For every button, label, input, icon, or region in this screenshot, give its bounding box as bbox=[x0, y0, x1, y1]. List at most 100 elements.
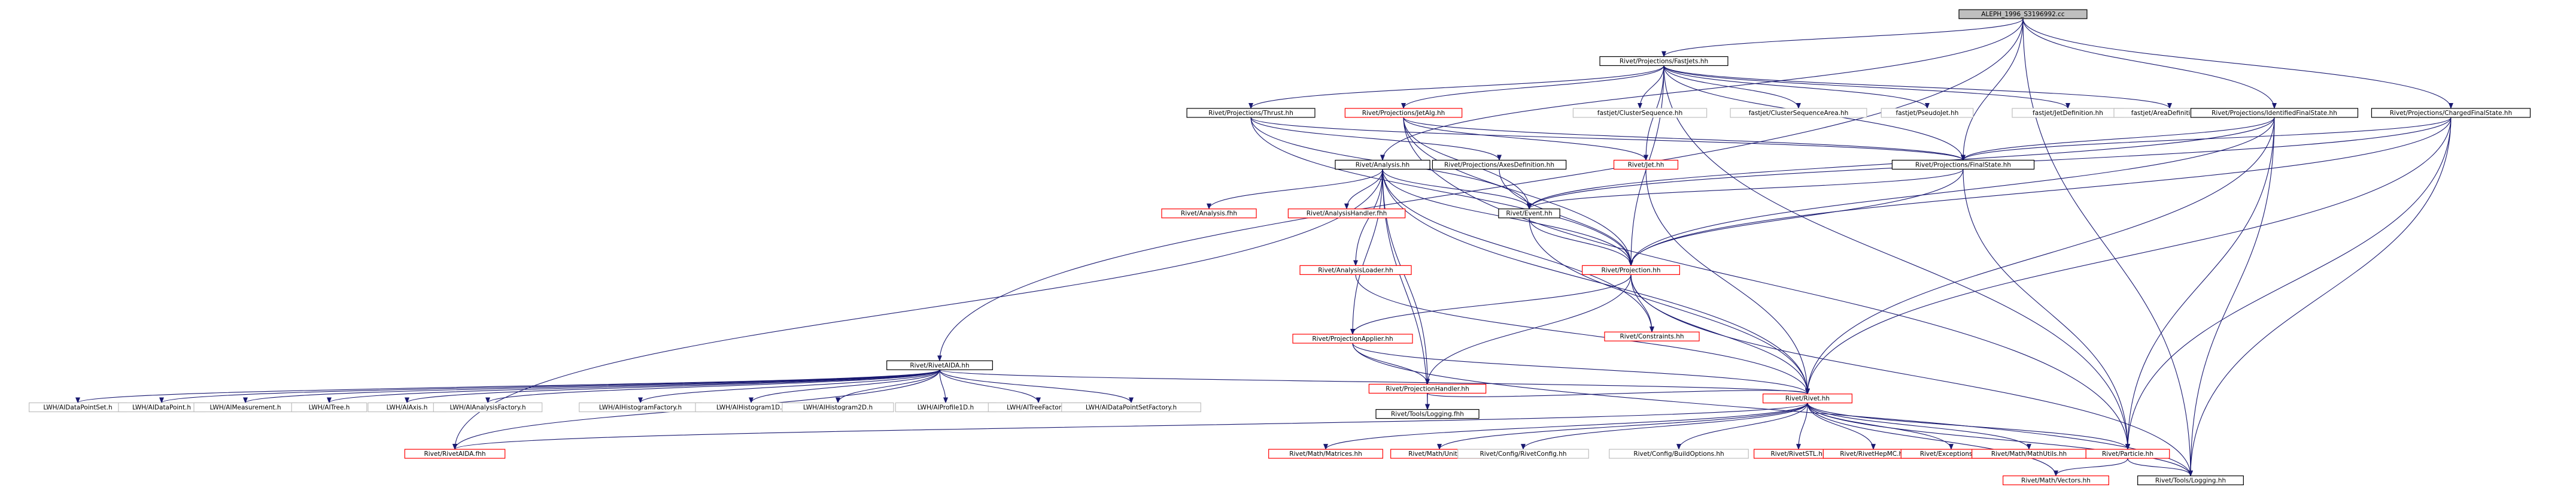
node-label: fastjet/ClusterSequence.hh bbox=[1597, 110, 1682, 117]
node-thrust[interactable]: Rivet/Projections/Thrust.hh bbox=[1186, 108, 1316, 118]
node-axesdef[interactable]: Rivet/Projections/AxesDefinition.hh bbox=[1432, 159, 1567, 170]
edge-rivethh-to-buildopts bbox=[1676, 403, 1808, 450]
node-label: Rivet/Projections/FastJets.hh bbox=[1620, 58, 1708, 65]
node-box bbox=[433, 402, 543, 413]
node-label: Rivet/ProjectionApplier.hh bbox=[1312, 335, 1393, 343]
node-label: Rivet/ProjectionHandler.hh bbox=[1386, 385, 1469, 392]
node-lwh_dp: LWH/AIDataPoint.h bbox=[118, 402, 205, 413]
edge-projection-to-projhandler bbox=[1425, 274, 1632, 385]
edge-projection-to-constraints bbox=[1630, 274, 1654, 333]
node-rivetstl[interactable]: Rivet/RivetSTL.hh bbox=[1754, 449, 1844, 459]
node-jetalg[interactable]: Rivet/Projections/JetAlg.hh bbox=[1344, 108, 1463, 118]
node-analysisfhh[interactable]: Rivet/Analysis.fhh bbox=[1161, 208, 1257, 219]
node-event[interactable]: Rivet/Event.hh bbox=[1498, 208, 1560, 219]
node-mathutils[interactable]: Rivet/Math/MathUtils.hh bbox=[1972, 449, 2086, 459]
node-box bbox=[1292, 334, 1413, 344]
node-label: Rivet/Math/Vectors.hh bbox=[2021, 477, 2091, 484]
edge-rivethh-to-rivethepmc bbox=[1807, 403, 1876, 450]
edge-finalstate-to-event bbox=[1527, 168, 1964, 210]
edge-fastjets-to-jetalg bbox=[1401, 65, 1664, 109]
node-analysis[interactable]: Rivet/Analysis.hh bbox=[1335, 159, 1430, 170]
node-lwh_h2d: LWH/AIHistogram2D.h bbox=[782, 402, 894, 413]
node-box bbox=[2371, 108, 2531, 118]
edge-jetalg-to-projection bbox=[1403, 117, 1633, 267]
node-projapplier[interactable]: Rivet/ProjectionApplier.hh bbox=[1292, 334, 1413, 344]
node-label: LWH/AITree.h bbox=[309, 404, 350, 411]
node-label: fastjet/PseudoJet.hh bbox=[1896, 110, 1959, 117]
edge-finalstate-to-particle bbox=[1963, 169, 2130, 450]
node-analysisloader[interactable]: Rivet/AnalysisLoader.hh bbox=[1299, 265, 1412, 275]
node-toolslogfhh[interactable]: Rivet/Tools/Logging.fhh bbox=[1375, 409, 1480, 419]
node-clusterseq: fastjet/ClusterSequence.hh bbox=[1572, 108, 1708, 118]
node-label: LWH/AIMeasurement.h bbox=[209, 404, 281, 411]
node-box bbox=[886, 360, 993, 370]
edge-jetalg-to-particle bbox=[1403, 117, 2130, 450]
edge-rivetaida-to-lwh_axis bbox=[405, 369, 940, 404]
edge-analysisloader-to-rivethh bbox=[1355, 274, 1810, 395]
node-box bbox=[1344, 108, 1463, 118]
node-analysishandler[interactable]: Rivet/AnalysisHandler.fhh bbox=[1287, 208, 1406, 219]
node-projection[interactable]: Rivet/Projection.hh bbox=[1582, 265, 1680, 275]
node-finalstate[interactable]: Rivet/Projections/FinalState.hh bbox=[1891, 159, 2035, 170]
node-box bbox=[2085, 449, 2170, 459]
edge-fastjets-to-clusterseqarea bbox=[1663, 65, 1801, 109]
edge-analysis-to-event bbox=[1382, 169, 1532, 210]
edge-event-to-projection bbox=[1529, 217, 1633, 267]
node-projhandler[interactable]: Rivet/ProjectionHandler.hh bbox=[1368, 383, 1487, 394]
edge-thrust-to-projection bbox=[1250, 117, 1633, 267]
node-fastjets[interactable]: Rivet/Projections/FastJets.hh bbox=[1599, 56, 1729, 66]
node-box bbox=[1268, 449, 1383, 459]
node-vectors[interactable]: Rivet/Math/Vectors.hh bbox=[2003, 475, 2109, 486]
node-rivetaida[interactable]: Rivet/RivetAIDA.hh bbox=[886, 360, 993, 370]
edge-rivetaida-to-lwh_meas bbox=[243, 369, 940, 404]
node-rivethh[interactable]: Rivet/Rivet.hh bbox=[1763, 394, 1853, 404]
node-label: Rivet/Config/BuildOptions.hh bbox=[1633, 450, 1724, 458]
node-jet[interactable]: Rivet/Jet.hh bbox=[1613, 159, 1679, 170]
edge-fastjets-to-thrust bbox=[1248, 65, 1664, 109]
node-idfs[interactable]: Rivet/Projections/IdentifiedFinalState.h… bbox=[2190, 108, 2359, 118]
node-box bbox=[1582, 265, 1680, 275]
node-constraints[interactable]: Rivet/Constraints.hh bbox=[1604, 331, 1700, 341]
node-label: Rivet/Analysis.fhh bbox=[1181, 210, 1237, 217]
edge-particle-to-toolslog bbox=[2127, 458, 2193, 477]
edge-chargedfs-to-rivethh bbox=[1805, 117, 2452, 395]
edge-rivetaida-to-rivethh bbox=[939, 369, 1810, 395]
node-label: Rivet/AnalysisHandler.fhh bbox=[1307, 210, 1387, 217]
node-box bbox=[1881, 108, 1974, 118]
node-box bbox=[1763, 394, 1853, 404]
node-rivethepmc[interactable]: Rivet/RivetHepMC.hh bbox=[1822, 449, 1924, 459]
edge-rivethh-to-toolslog bbox=[1807, 403, 2193, 477]
node-rivetaidafhh[interactable]: Rivet/RivetAIDA.fhh bbox=[404, 449, 506, 459]
edge-idfs-to-rivethh bbox=[1805, 117, 2275, 395]
node-label: Rivet/RivetSTL.hh bbox=[1770, 450, 1826, 458]
node-label: LWH/AIDataPointSetFactory.h bbox=[1086, 404, 1177, 411]
node-box bbox=[1609, 449, 1749, 459]
node-box bbox=[1432, 159, 1567, 170]
node-label: LWH/AIHistogramFactory.h bbox=[599, 404, 682, 411]
node-label: LWH/AITreeFactory.h bbox=[1007, 404, 1070, 411]
node-chargedfs[interactable]: Rivet/Projections/ChargedFinalState.hh bbox=[2371, 108, 2531, 118]
node-matrices[interactable]: Rivet/Math/Matrices.hh bbox=[1268, 449, 1383, 459]
edge-projapplier-to-rivethh bbox=[1352, 343, 1810, 395]
edge-finalstate-to-projection bbox=[1629, 169, 1964, 267]
node-box bbox=[1599, 56, 1729, 66]
edge-root-to-chargedfs bbox=[2022, 19, 2453, 109]
node-particle[interactable]: Rivet/Particle.hh bbox=[2085, 449, 2170, 459]
edge-root-to-toolslog bbox=[2022, 19, 2193, 477]
node-toolslog[interactable]: Rivet/Tools/Logging.hh bbox=[2137, 475, 2244, 486]
edge-fastjets-to-clusterseq bbox=[1638, 65, 1664, 109]
node-lwh_h1d: LWH/AIHistogram1D.h bbox=[695, 402, 807, 413]
node-lwh_dpset: LWH/AIDataPointSet.h bbox=[29, 402, 127, 413]
node-lwh_p1d: LWH/AIProfile1D.h bbox=[895, 402, 997, 413]
node-root[interactable]: ALEPH_1996_S3196992.cc bbox=[1958, 9, 2088, 19]
edge-rivetaida-to-lwh_histfac bbox=[638, 369, 940, 404]
edge-idfs-to-particle bbox=[2125, 117, 2275, 450]
node-label: Rivet/Tools/Logging.fhh bbox=[1391, 411, 1464, 418]
edge-rivethh-to-rivetaidafhh bbox=[452, 403, 1808, 450]
node-label: Rivet/Projections/AxesDefinition.hh bbox=[1444, 161, 1554, 168]
edge-rivethh-to-vectors bbox=[1807, 403, 2058, 477]
node-box bbox=[782, 402, 894, 413]
node-label: fastjet/AreaDefinition.hh bbox=[2131, 110, 2208, 117]
edge-rivetaida-to-lwh_h1d bbox=[749, 370, 940, 404]
edge-event-to-rivethh bbox=[1529, 217, 1810, 395]
